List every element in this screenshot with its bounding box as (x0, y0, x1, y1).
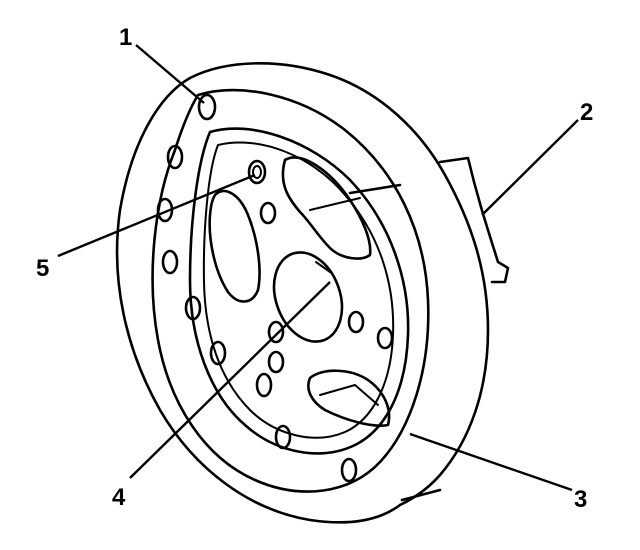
leader-line-4 (129, 281, 331, 479)
ring-hole (184, 295, 202, 321)
leader-lines (57, 44, 579, 492)
hub-hole (347, 310, 365, 334)
callout-2: 2 (580, 99, 593, 126)
outer-rim-top (188, 62, 490, 507)
leader-line-1 (135, 44, 205, 104)
hub-hole (376, 326, 394, 350)
keyway (315, 261, 331, 273)
cutout-upper (281, 156, 372, 260)
bolt-hole-thread (252, 165, 262, 179)
timing-notch (400, 488, 442, 502)
center-bore (272, 251, 344, 343)
inner-ring (188, 127, 410, 455)
leader-line-5 (57, 173, 256, 258)
ring-hole (161, 249, 179, 275)
ring-hole (209, 340, 227, 366)
hub-hole (267, 320, 285, 344)
ring-hole (340, 457, 358, 483)
callout-1: 1 (119, 24, 132, 51)
hub-hole (259, 201, 277, 225)
cutout-lower-inner (319, 384, 379, 406)
callout-5: 5 (36, 255, 49, 282)
ring-hole (166, 144, 184, 170)
ring-hole (274, 424, 292, 450)
leader-line-2 (481, 119, 579, 216)
cutout-lower (307, 369, 391, 427)
callout-3: 3 (574, 486, 587, 513)
front-face-edge (151, 88, 430, 493)
callout-4: 4 (112, 484, 126, 511)
bolt-hole (247, 159, 267, 185)
outer-rim-back (115, 76, 402, 524)
rear-hub (438, 156, 510, 284)
callout-labels: 1 2 3 4 5 (36, 24, 593, 513)
hub-hole (267, 350, 285, 374)
timing-notch (348, 183, 402, 195)
leader-line-3 (409, 432, 573, 492)
ring-hole (197, 93, 217, 121)
cutout-left (208, 189, 261, 303)
balancer-illustration (115, 62, 510, 524)
ring-hole (255, 372, 273, 398)
cutout-upper-inner (309, 197, 361, 211)
